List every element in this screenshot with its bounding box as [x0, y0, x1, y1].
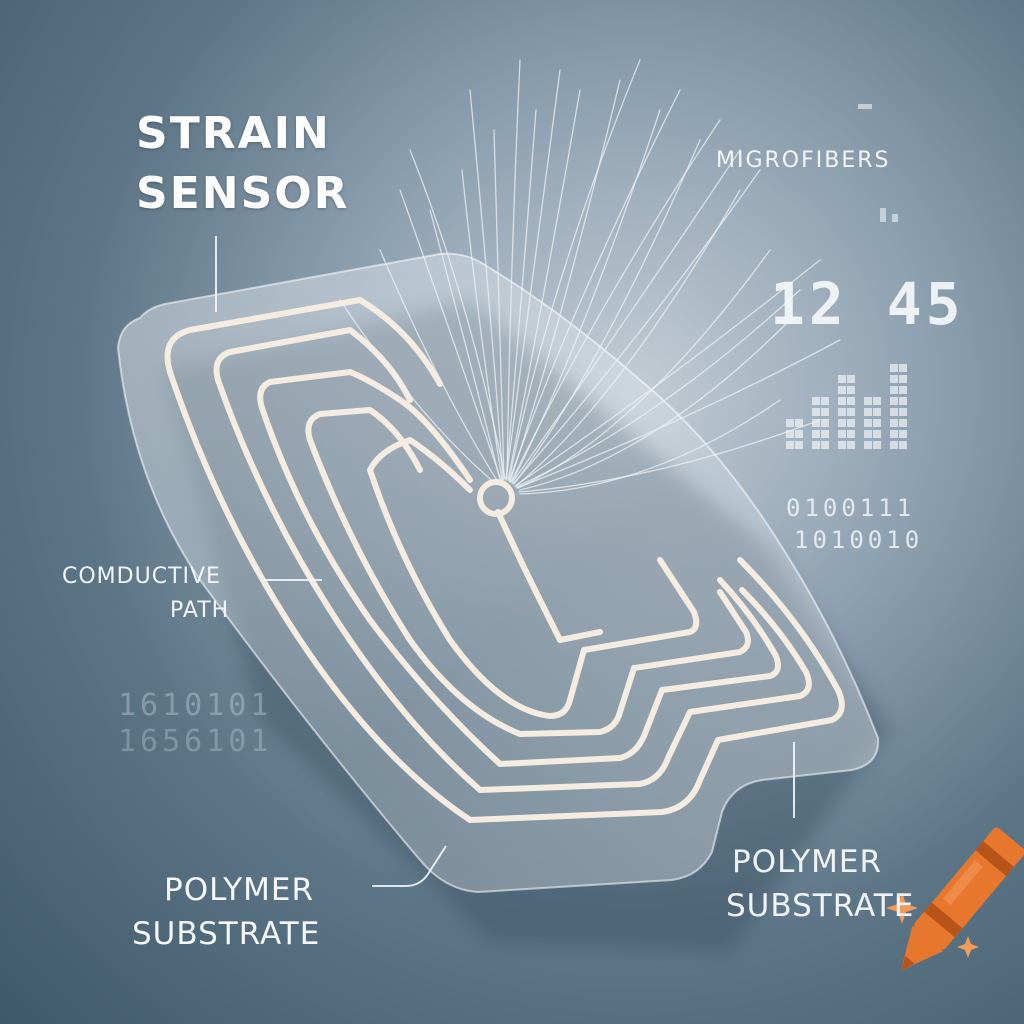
level-bar-cell: [899, 364, 907, 372]
level-bar-cell: [838, 375, 846, 383]
level-bar-cell: [821, 419, 829, 427]
level-bar-cell: [847, 419, 855, 427]
level-bar-cell: [847, 408, 855, 416]
level-bar-cell: [899, 408, 907, 416]
binary-readout-1: 0100111: [786, 494, 916, 522]
microfibers-label: MIGROFIBERS: [716, 148, 891, 173]
level-bar-cell: [899, 430, 907, 438]
level-bar-cell: [786, 419, 794, 427]
level-bar-cell: [873, 441, 881, 449]
level-bar-cell: [821, 408, 829, 416]
leader-polymer-left: [372, 845, 447, 887]
level-bar-cell: [838, 386, 846, 394]
trace-2: [213, 327, 812, 793]
level-bar-cell: [890, 375, 898, 383]
level-bar-cell: [838, 408, 846, 416]
polymer-left-line-1: POLYMER: [164, 872, 315, 908]
polymer-substrate-label-right: POLYMER SUBSTRATE: [726, 840, 914, 928]
level-bar-cell: [890, 430, 898, 438]
level-bar-cell: [864, 419, 872, 427]
level-bar-cell: [838, 397, 846, 405]
trace-4: [305, 407, 751, 737]
strain-sensor-title: STRAIN SENSOR: [136, 104, 350, 224]
level-bar-cell: [786, 441, 794, 449]
trace-3: [257, 369, 781, 767]
clock-readout: 12 45: [770, 270, 965, 338]
polymer-substrate-label-left: POLYMER SUBSTRATE: [132, 868, 320, 956]
title-line-2: SENSOR: [136, 168, 350, 219]
level-bar-cell: [873, 419, 881, 427]
level-bar: [812, 397, 829, 449]
title-line-1: STRAIN: [136, 108, 331, 159]
conductive-line-2: PATH: [170, 598, 230, 623]
conductive-line-1: COMDUCTIVE: [62, 564, 221, 589]
level-bar-cell: [864, 430, 872, 438]
conductive-traces: [164, 297, 845, 823]
level-bar-cell: [890, 419, 898, 427]
level-bar-cell: [821, 441, 829, 449]
polymer-left-line-2: SUBSTRATE: [132, 916, 321, 952]
leader-lines: [215, 236, 795, 887]
level-bar: [864, 397, 881, 449]
polymer-substrate-pad: [116, 252, 880, 894]
trace-center: [495, 509, 603, 643]
level-bar: [838, 375, 855, 449]
level-bar-cell: [890, 441, 898, 449]
crayon-icon: [900, 827, 1024, 971]
ghost-binary-2: 1656101: [118, 724, 273, 759]
ghost-binary-1: 1610101: [118, 688, 273, 723]
level-bar-cell: [812, 419, 820, 427]
level-bar-cell: [847, 375, 855, 383]
level-bars: [786, 364, 907, 449]
level-bar-cell: [864, 397, 872, 405]
level-bar-cell: [821, 397, 829, 405]
level-bar-cell: [838, 430, 846, 438]
binary-readout-2: 1010010: [794, 526, 924, 554]
level-bar-cell: [795, 441, 803, 449]
sparkle-icon: [886, 892, 979, 958]
level-bar-cell: [873, 397, 881, 405]
trace-outer: [164, 297, 845, 823]
junction-node: [477, 479, 515, 517]
level-bar-cell: [899, 419, 907, 427]
level-bar-cell: [890, 386, 898, 394]
polymer-right-line-2: SUBSTRATE: [726, 888, 915, 924]
level-bar-cell: [812, 430, 820, 438]
level-bar-cell: [899, 375, 907, 383]
microfibers: [339, 59, 841, 495]
level-bar-cell: [864, 441, 872, 449]
level-bar-cell: [873, 430, 881, 438]
level-bar-cell: [899, 386, 907, 394]
level-bar-cell: [812, 397, 820, 405]
level-bar-cell: [890, 364, 898, 372]
level-bar: [890, 364, 907, 449]
level-bar-cell: [786, 430, 794, 438]
level-bar-cell: [864, 408, 872, 416]
level-bar-cell: [812, 441, 820, 449]
level-bar-cell: [838, 419, 846, 427]
level-bar-cell: [847, 430, 855, 438]
level-bar-cell: [873, 408, 881, 416]
level-bar-cell: [890, 408, 898, 416]
level-bar-cell: [795, 430, 803, 438]
level-bar-cell: [899, 441, 907, 449]
level-bar-cell: [847, 386, 855, 394]
tick-markers: [858, 104, 898, 222]
trace-5: [367, 437, 700, 719]
level-bar-cell: [899, 397, 907, 405]
polymer-right-line-1: POLYMER: [732, 844, 883, 880]
level-bar-cell: [847, 397, 855, 405]
level-bar: [786, 419, 803, 449]
level-bar-cell: [838, 441, 846, 449]
level-bar-cell: [847, 441, 855, 449]
level-bar-cell: [812, 408, 820, 416]
level-bar-cell: [821, 430, 829, 438]
level-bar-cell: [890, 397, 898, 405]
conductive-path-label: COMDUCTIVE PATH: [62, 560, 229, 628]
level-bar-cell: [795, 419, 803, 427]
